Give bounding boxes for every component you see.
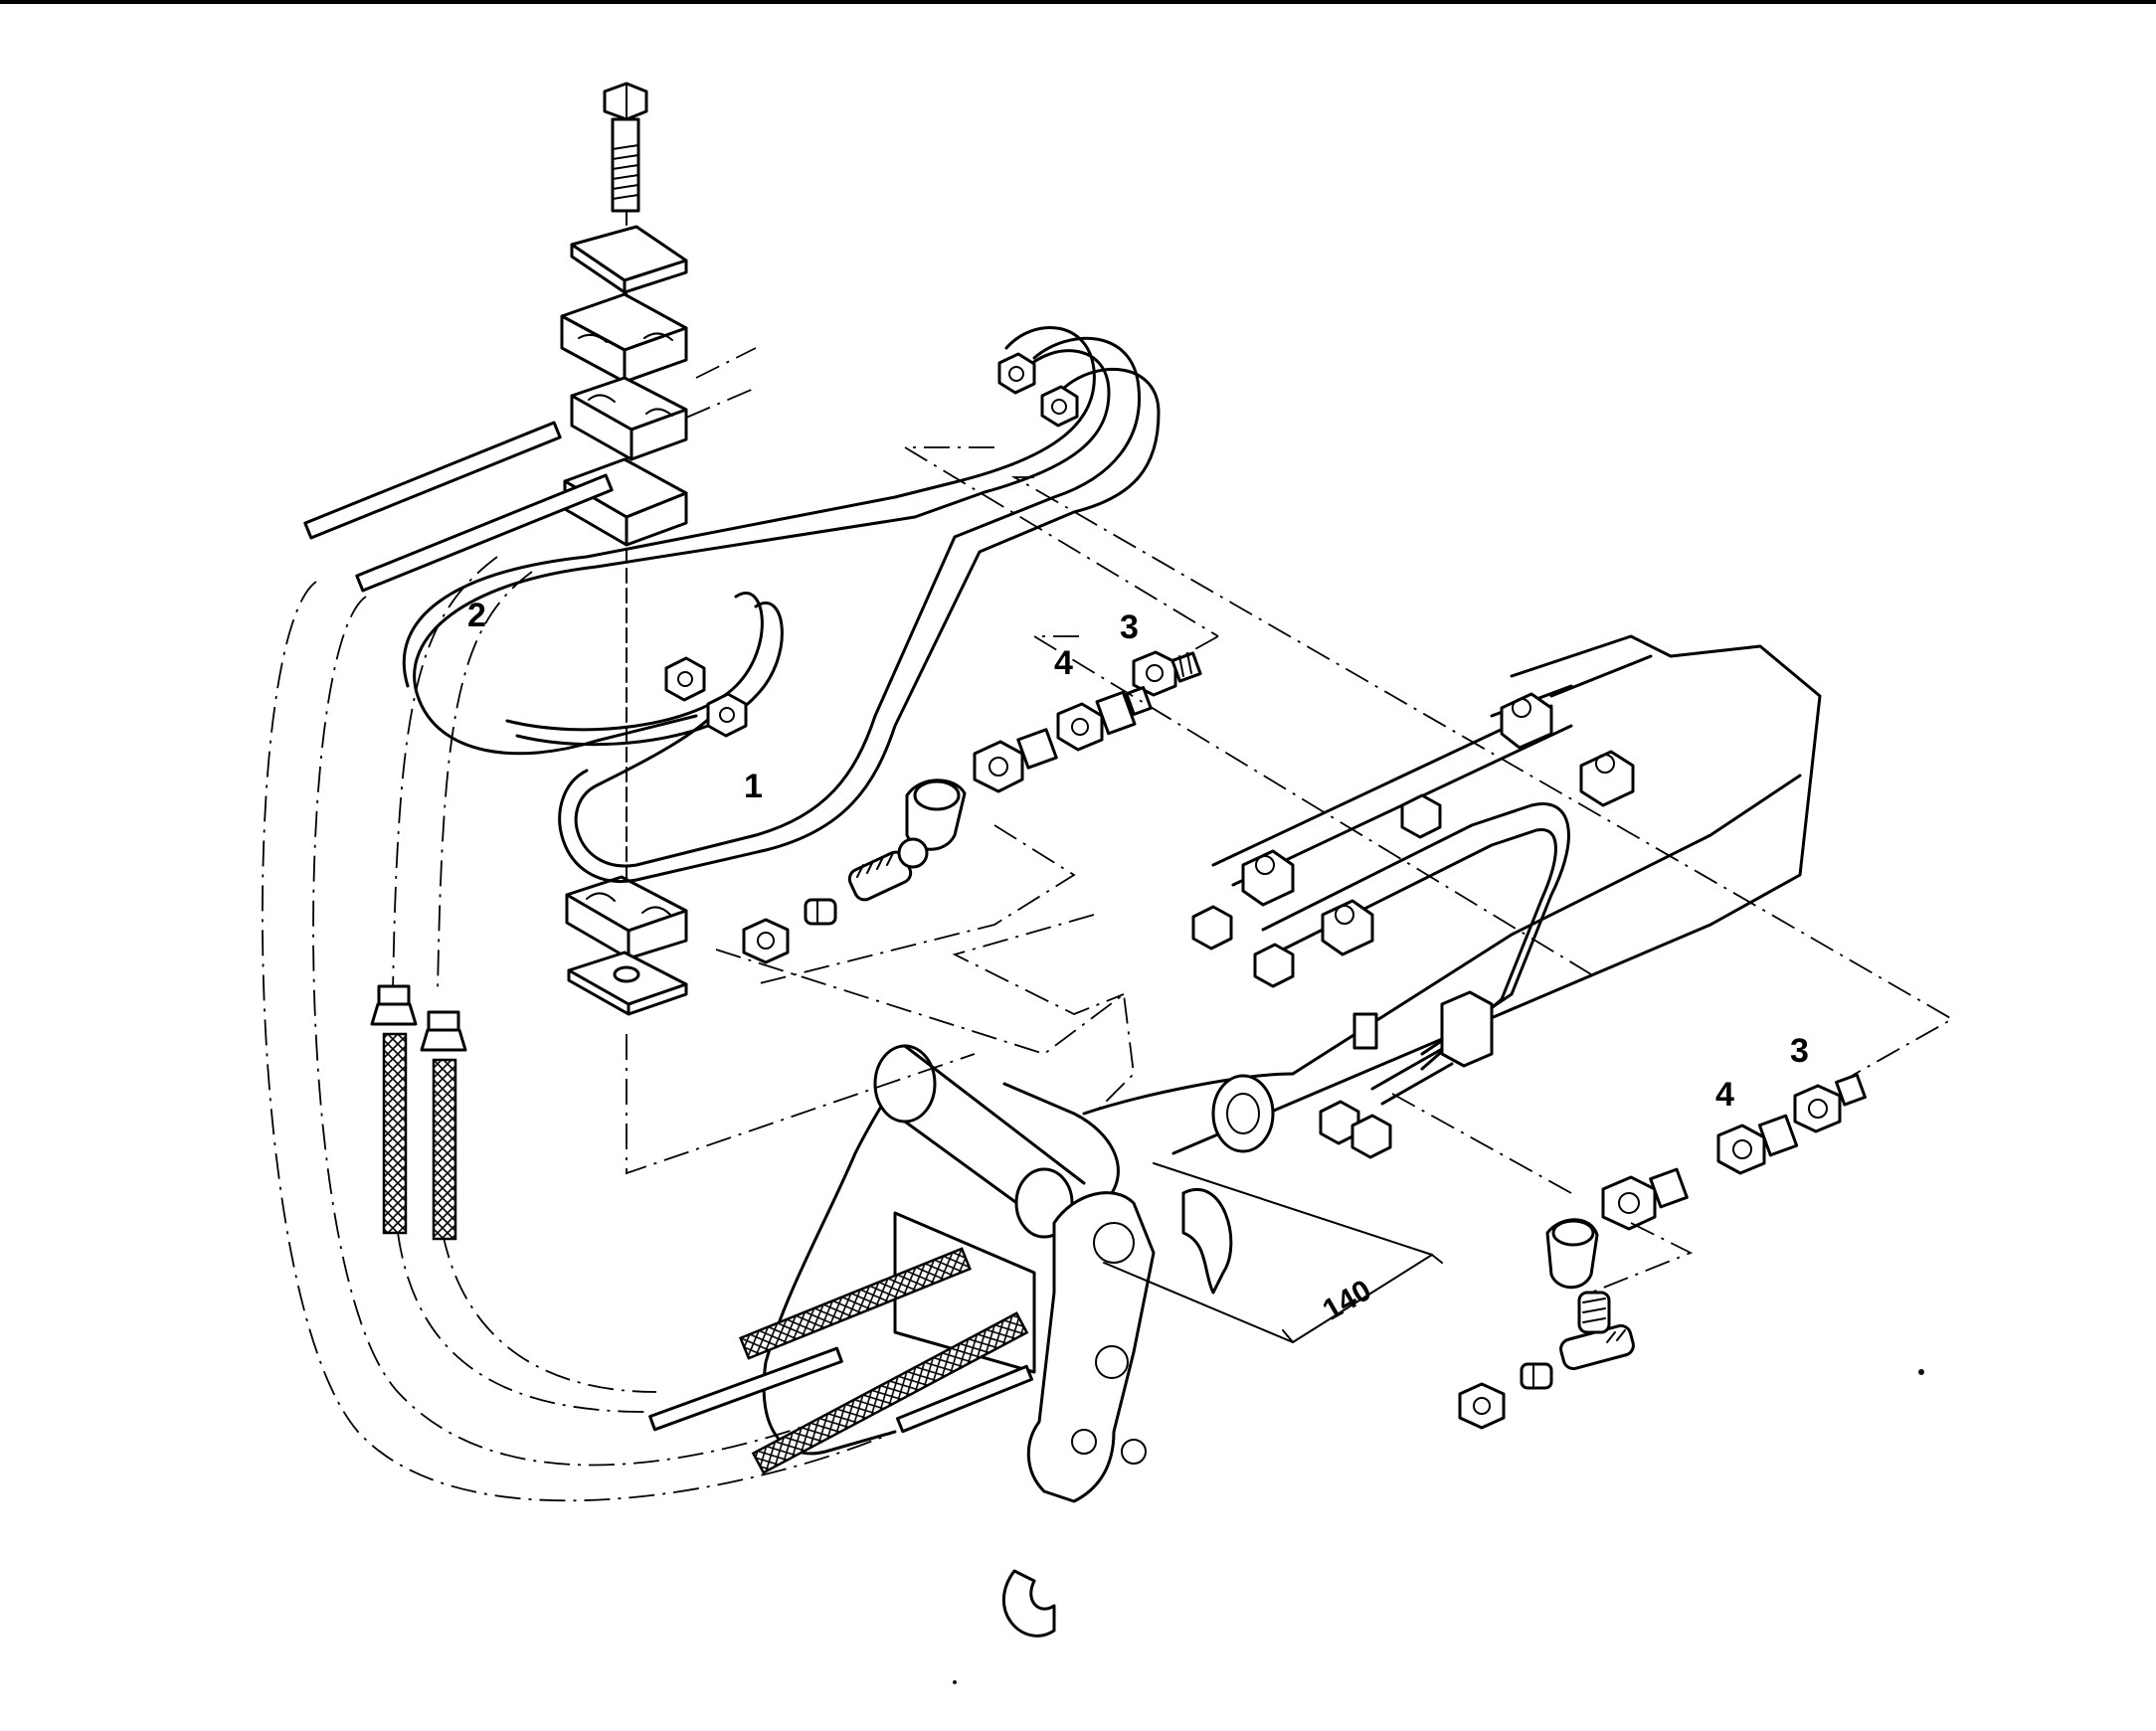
pipe-clamp-stack: [560, 82, 688, 1016]
boom-line-nut-1: [1191, 905, 1233, 951]
clamp-upper-half: [560, 292, 688, 384]
upper-small-nipple: [804, 898, 837, 926]
upper-union-nut: [973, 728, 1058, 793]
boom-line-nut-3: [1400, 793, 1442, 839]
clamp-base-plate: [567, 951, 688, 1016]
speck: [953, 1680, 957, 1684]
lower-fitting-set: 3 4: [1458, 1032, 1867, 1430]
callout-2: 2: [467, 597, 486, 634]
lower-small-nipple: [1520, 1362, 1553, 1390]
boom-clamp-1: [1500, 692, 1553, 750]
dimension-label-140: 140: [1318, 1274, 1377, 1327]
boom-clamp-2: [1579, 750, 1635, 807]
braided-hose-end-right: [420, 1010, 467, 1241]
braided-hose-end-left: [370, 984, 418, 1235]
clamp-lower-half: [563, 457, 688, 547]
upper-small-nut: [742, 918, 790, 964]
speck: [1918, 1369, 1924, 1375]
coupler-link-plate: [1026, 1191, 1156, 1503]
callout-3-upper: 3: [1120, 608, 1139, 646]
coupler-bottom-hook: [1001, 1569, 1056, 1638]
quick-coupler-linkage: [648, 1044, 1275, 1638]
boom-clamp-4: [1321, 899, 1374, 956]
flexible-hoses: [262, 421, 896, 1502]
upper-fitting-set: 3 4: [742, 608, 1202, 964]
callout-4-lower: 4: [1715, 1076, 1734, 1114]
lower-union-nut: [1601, 1167, 1689, 1231]
clamp-base-half: [565, 875, 688, 960]
pipe-end-nut-1: [997, 352, 1036, 395]
upper-elbow-fitting: [905, 779, 967, 851]
callout-3-lower: 3: [1790, 1032, 1809, 1070]
lower-small-nut: [1458, 1382, 1506, 1430]
lower-connector-4: [1716, 1114, 1799, 1175]
coupler-top-hook: [1181, 1188, 1233, 1295]
pipe-end-nut-3: [664, 656, 706, 702]
boom-small-block: [1352, 1012, 1378, 1050]
upper-banjo-fitting: [847, 837, 929, 902]
assembly-leader-lines: [626, 347, 1954, 1294]
hex-bolt: [603, 82, 648, 213]
boom-pivot-disc: [1211, 1074, 1275, 1153]
boom-line-nut-2: [1253, 943, 1295, 988]
upper-connector-4: [1056, 686, 1153, 752]
clamp-middle-half: [570, 376, 688, 461]
rigid-pipe-bundle: 1 2: [402, 326, 1161, 884]
lower-tee-fitting: [1559, 1291, 1635, 1371]
lower-adapter-3: [1793, 1073, 1867, 1133]
callout-1: 1: [744, 768, 763, 805]
pipe-end-nut-2: [1040, 385, 1079, 428]
boom-clamp-3: [1241, 849, 1295, 907]
boom-clamp-5: [1440, 990, 1494, 1068]
lower-elbow-fitting: [1545, 1218, 1599, 1290]
callout-4-upper: 4: [1054, 644, 1073, 682]
pipe-end-nut-4: [706, 692, 748, 738]
page-top-border: [0, 0, 2156, 4]
upper-adapter-3: [1132, 650, 1202, 697]
boom-arm: [1082, 634, 1822, 1159]
